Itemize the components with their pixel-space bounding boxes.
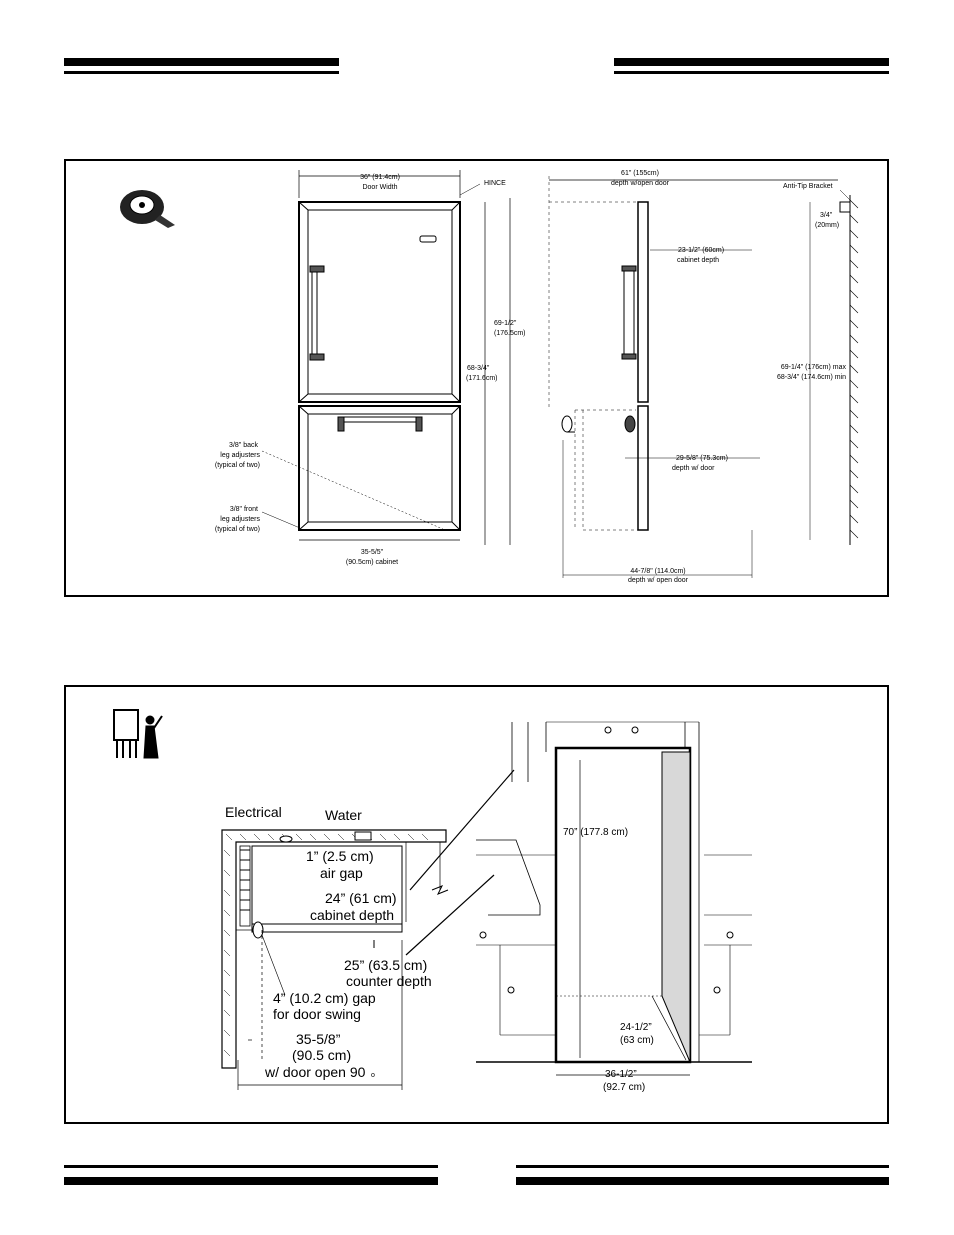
counter-depth-label: counter depth (346, 973, 432, 989)
door-gap-value: 4” (10.2 cm) gap (273, 990, 376, 1006)
air-gap-label: air gap (320, 865, 363, 881)
header-rule-left-thick (64, 58, 339, 66)
footer-rule-right-thick (516, 1177, 889, 1185)
counter-depth-value: 25” (63.5 cm) (344, 957, 427, 973)
cabinet-depth-label-2: cabinet depth (310, 907, 394, 923)
footer-rule-left-thin (64, 1165, 438, 1168)
depth-open-label: depth w/ open door (628, 577, 689, 584)
elevation-width-value: 36-1/2” (605, 1069, 637, 1080)
height-range-min: 68-3/4" (174.6cm) min (777, 374, 846, 381)
door-width-value: 36" (91.4cm) (360, 174, 400, 181)
back-leg-label-2: leg adjusters (220, 452, 260, 459)
cabinet-width-value: 35-5/5" (361, 549, 384, 556)
open-door-depth-label: depth w/open door (611, 180, 670, 187)
front-leg-label-3: (typical of two) (215, 526, 260, 533)
cabinet-depth-label: cabinet depth (677, 257, 719, 264)
elevation-depth-value: 24-1/2” (620, 1022, 652, 1033)
cabinet-depth-value-2: 24” (61 cm) (325, 890, 397, 906)
elevation-height: 70” (177.8 cm) (563, 827, 628, 838)
height-total-cm: (176.5cm) (494, 330, 526, 337)
anti-tip-size: 3/4" (820, 212, 833, 219)
depth-door-value: 29-5/8" (75.3cm) (676, 455, 728, 462)
depth-door-label: depth w/ door (672, 465, 715, 472)
degree-symbol: o (371, 1072, 375, 1079)
depth-open-value: 44-7/8" (114.0cm) (630, 568, 685, 575)
cabinet-width-cm: (90.5cm) cabinet (346, 559, 398, 566)
anti-tip-label: Anti-Tip Bracket (783, 183, 833, 190)
header-rule-right-thick (614, 58, 889, 66)
back-leg-label-3: (typical of two) (215, 462, 260, 469)
open-width-cm: (90.5 cm) (292, 1047, 351, 1063)
header-rule-right-thin (614, 71, 889, 74)
height-range-max: 69-1/4" (176cm) max (781, 364, 847, 371)
front-leg-label-1: 3/8" front (230, 506, 258, 513)
door-width-label: Door Width (362, 184, 397, 191)
front-view (261, 170, 511, 545)
front-leg-label-2: leg adjusters (220, 516, 260, 523)
plan-view (221, 769, 515, 1090)
elevation-depth-cm: (63 cm) (620, 1035, 654, 1046)
open-width-label: w/ door open 90 (264, 1064, 366, 1080)
anti-tip-cm: (20mm) (815, 222, 839, 229)
hinge-label: HINCE (484, 180, 506, 187)
height-cabinet-cm: (171.6cm) (466, 375, 498, 382)
electrical-label: Electrical (225, 804, 282, 820)
height-cabinet-value: 68-3/4" (467, 365, 490, 372)
air-gap-value: 1” (2.5 cm) (306, 848, 374, 864)
header-rule-left-thin (64, 71, 339, 74)
elevation-view (476, 721, 752, 1076)
installer-icon (113, 709, 163, 759)
water-label: Water (325, 807, 362, 823)
footer-rule-right-thin (516, 1165, 889, 1168)
open-door-depth-value: 61" (155cm) (621, 170, 659, 177)
elevation-width-cm: (92.7 cm) (603, 1082, 645, 1093)
installation-panel (64, 685, 889, 1124)
door-gap-label: for door swing (273, 1006, 361, 1022)
dimensions-panel (64, 159, 889, 597)
tape-measure-icon (120, 190, 175, 228)
open-width-value: 35-5/8” (296, 1031, 341, 1047)
cabinet-depth-value: 23-1/2" (60cm) (678, 247, 724, 254)
back-leg-label-1: 3/8" back (229, 442, 258, 449)
footer-rule-left-thick (64, 1177, 438, 1185)
height-total-value: 69-1/2" (494, 320, 517, 327)
side-view (548, 176, 859, 578)
